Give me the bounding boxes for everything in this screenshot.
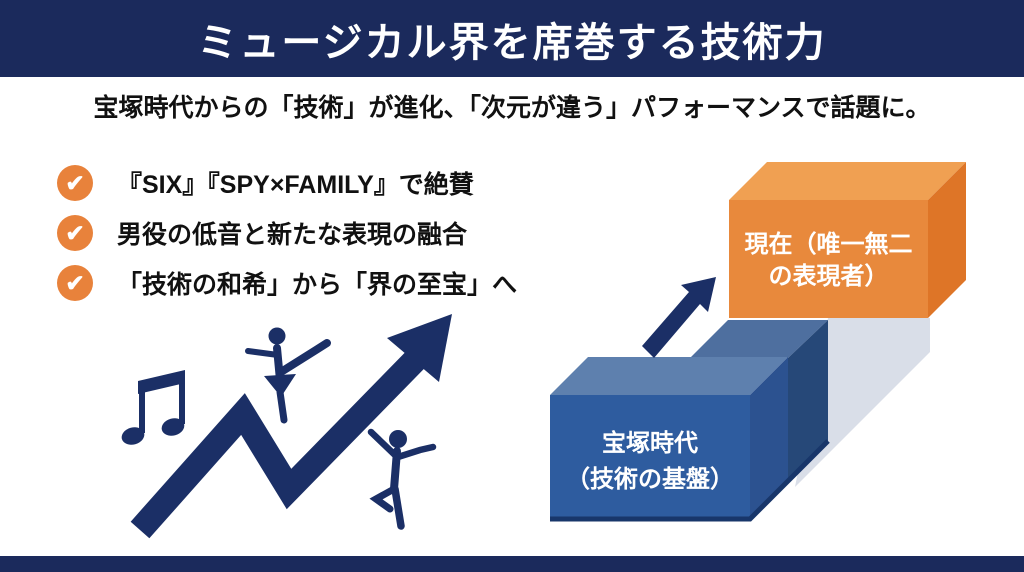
page-title: ミュージカル界を席巻する技術力 — [197, 20, 827, 65]
bullet-label: 『SIX』『SPY×FAMILY』で絶賛 — [117, 171, 474, 199]
list-item: ✔ 「技術の和希」から「界の至宝」へ — [57, 258, 517, 308]
dancer-icon — [367, 428, 437, 530]
music-note-icon — [121, 370, 185, 445]
check-icon: ✔ — [57, 215, 93, 251]
past-box-label: 宝塚時代 （技術の基盤） — [548, 426, 752, 498]
past-box-label-line2: （技術の基盤） — [566, 466, 734, 493]
check-icon: ✔ — [57, 265, 93, 301]
footer-bar — [0, 556, 1024, 572]
present-box-label-line2: の表現者） — [768, 263, 889, 290]
bullet-list: ✔ 『SIX』『SPY×FAMILY』で絶賛 ✔ 男役の低音と新たな表現の融合 … — [57, 158, 517, 308]
past-box-label-line1: 宝塚時代 — [602, 430, 698, 457]
ballerina-icon — [245, 327, 331, 424]
bullet-label: 「技術の和希」から「界の至宝」へ — [117, 271, 518, 299]
up-right-arrow-icon — [642, 277, 716, 358]
present-box-label: 現在（唯一無二 の表現者） — [727, 229, 930, 293]
header-bar: ミュージカル界を席巻する技術力 — [0, 0, 1024, 77]
list-item: ✔ 男役の低音と新たな表現の融合 — [57, 208, 517, 258]
rising-zigzag-arrow — [130, 314, 452, 539]
list-item: ✔ 『SIX』『SPY×FAMILY』で絶賛 — [57, 158, 517, 208]
subtitle-band: 宝塚時代からの「技術」が進化、「次元が違う」パフォーマンスで話題に。 — [0, 77, 1024, 135]
pillar-gray-face — [795, 318, 930, 487]
subtitle-text: 宝塚時代からの「技術」が進化、「次元が違う」パフォーマンスで話題に。 — [93, 94, 931, 122]
check-icon: ✔ — [57, 165, 93, 201]
present-box-label-line1: 現在（唯一無二 — [744, 231, 913, 258]
bullet-label: 男役の低音と新たな表現の融合 — [117, 221, 468, 249]
